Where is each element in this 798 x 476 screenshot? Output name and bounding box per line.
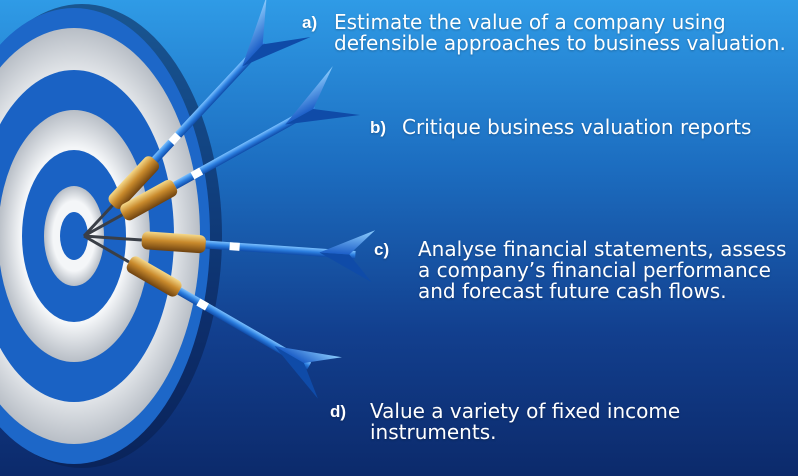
objective-text: Estimate the value of a company using de… bbox=[334, 10, 786, 55]
objective-text: Critique business valuation reports bbox=[402, 115, 752, 139]
objective-b: b) Critique business valuation reports bbox=[370, 117, 782, 138]
objective-marker: a) bbox=[302, 13, 318, 32]
objective-text: Analyse financial statements, assess a c… bbox=[418, 237, 787, 303]
objective-c: c) Analyse financial statements, assess … bbox=[374, 239, 794, 302]
objective-text: Value a variety of fixed income instrume… bbox=[370, 399, 681, 444]
objective-d: d) Value a variety of fixed income instr… bbox=[330, 401, 720, 443]
objective-a: a) Estimate the value of a company using… bbox=[302, 12, 794, 54]
objective-marker: b) bbox=[370, 118, 387, 137]
objective-marker: d) bbox=[330, 402, 347, 421]
objective-marker: c) bbox=[374, 240, 390, 259]
